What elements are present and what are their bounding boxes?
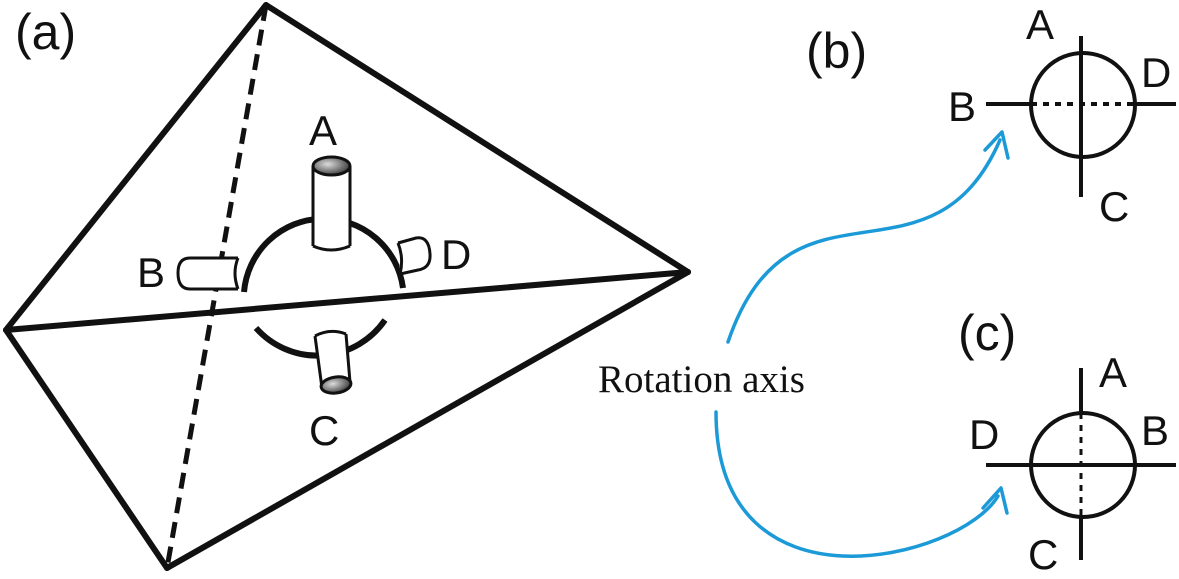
- arm-c-cap: [319, 375, 353, 395]
- arrow-to-c: [714, 410, 1000, 558]
- panel-b-label: (b): [806, 23, 868, 79]
- panel-b-label-b: B: [948, 83, 977, 130]
- panel-c-label-d: D: [969, 411, 1000, 458]
- arm-a-cap: [311, 155, 352, 177]
- panel-a-label: (a): [15, 4, 77, 60]
- panel-c-schematic: [986, 368, 1176, 560]
- panel-c-label: (c): [958, 305, 1017, 361]
- panel-a-label-a: A: [309, 107, 338, 154]
- arrow-to-b: [726, 138, 1002, 344]
- arm-a-cylinder: [311, 155, 352, 252]
- panel-c-label-c: C: [1028, 531, 1059, 578]
- arm-c-cylinder: [313, 329, 353, 395]
- panel-b-label-c: C: [1099, 183, 1130, 230]
- tetrahedron: [3, 2, 691, 571]
- panel-c-label-a: A: [1099, 349, 1128, 396]
- tetra-edge-top-left: [3, 2, 269, 333]
- tetra-edge-left-right: [3, 269, 691, 333]
- tetra-edge-top-right: [263, 2, 691, 275]
- panel-b-label-d: D: [1141, 49, 1172, 96]
- panel-b-label-a: A: [1026, 1, 1055, 48]
- tetra-edge-left-bottom: [3, 327, 170, 571]
- molecule-3d: [176, 155, 432, 395]
- arrow-to-c-head: [981, 486, 1009, 515]
- rotation-arrows: [714, 130, 1010, 558]
- panel-a-label-d: D: [441, 231, 472, 278]
- arrow-to-b-head: [983, 130, 1010, 160]
- tetra-edge-right-bottom: [164, 269, 691, 571]
- panel-a-label-b: B: [137, 249, 166, 296]
- panel-c-label-b: B: [1141, 407, 1170, 454]
- rotation-axis-label: Rotation axis: [598, 358, 805, 401]
- panel-b-schematic: [986, 36, 1176, 197]
- arm-b-cylinder: [176, 256, 240, 291]
- arm-d-cylinder: [396, 236, 432, 276]
- panel-a-label-c: C: [309, 407, 340, 454]
